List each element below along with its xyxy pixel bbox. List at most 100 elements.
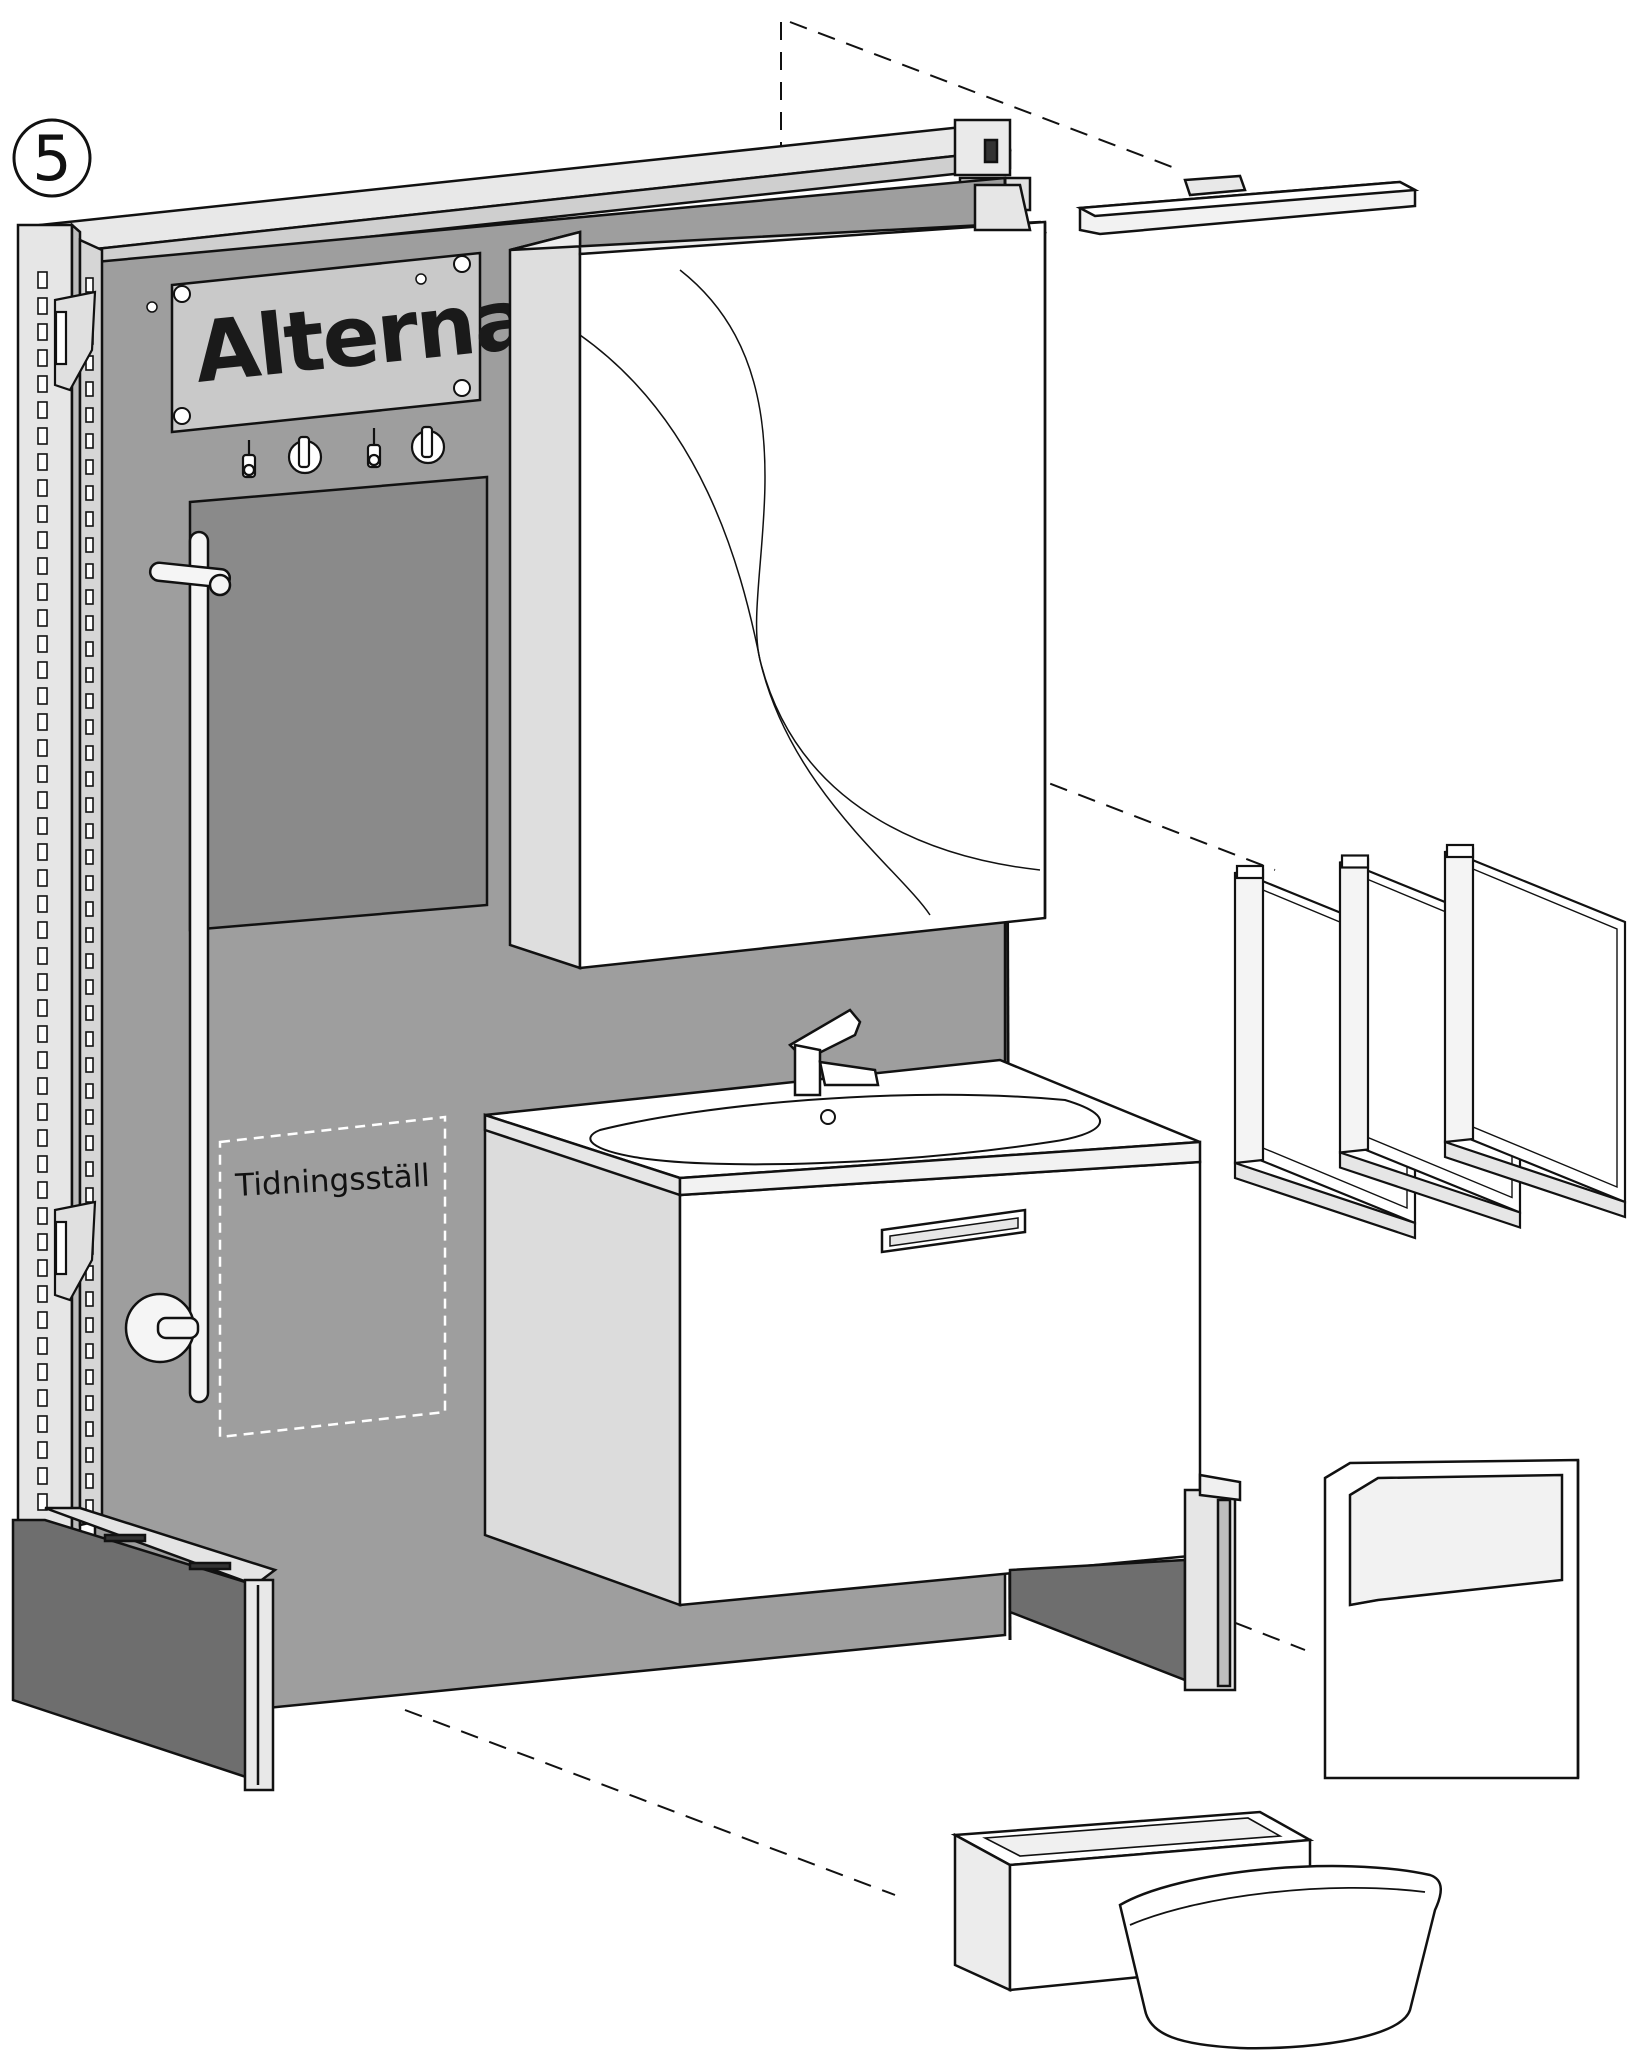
upright-slot: [85, 1369, 94, 1385]
hooks-row: [241, 425, 446, 479]
upright-slot: [85, 1291, 94, 1307]
upright-slot: [85, 459, 94, 475]
mirror-cabinet: [508, 183, 1047, 970]
upright-slot: [85, 953, 94, 969]
upright-slot: [85, 1161, 94, 1177]
upright-slot: [37, 453, 48, 471]
upright-slot: [37, 1337, 48, 1355]
upright-slot: [37, 531, 48, 549]
upright-slot: [37, 583, 48, 601]
upright-slot: [37, 1493, 48, 1511]
upright-slot: [37, 895, 48, 913]
logo-plate: Alterna: [146, 251, 533, 434]
upright-slot: [37, 1259, 48, 1277]
upright-slot: [85, 1031, 94, 1047]
hook-1: [241, 440, 257, 479]
hook-2: [287, 435, 323, 475]
upright-slot: [85, 1317, 94, 1333]
upright-slot: [37, 1233, 48, 1251]
plinth-left: [11, 1506, 278, 1792]
upright-slot: [37, 505, 48, 523]
upright-brackets: [53, 290, 97, 1302]
leader-light: [789, 21, 1181, 171]
upright-slot: [37, 1311, 48, 1329]
upright-slot: [37, 401, 48, 419]
upright-slot: [85, 1395, 94, 1411]
upright-slot: [37, 661, 48, 679]
upright-slot: [37, 297, 48, 315]
upright-slot: [85, 901, 94, 917]
upright-slot: [37, 1415, 48, 1433]
hook-3: [366, 428, 382, 469]
basin-drain: [820, 1109, 836, 1125]
left-upright: [16, 222, 104, 1538]
upright-slot: [85, 511, 94, 527]
upright-slot: [37, 999, 48, 1017]
plinth-right: [1008, 1473, 1242, 1692]
upright-slot: [37, 479, 48, 497]
towel-rail: [124, 530, 232, 1404]
drawer-handle: [880, 1208, 1027, 1254]
upright-slot: [85, 927, 94, 943]
glass-shelves: [1233, 843, 1627, 1240]
upright-slot: [85, 771, 94, 787]
upright-slot: [37, 349, 48, 367]
mirror-reflection-2: [579, 334, 1041, 871]
upright-slot: [85, 1447, 94, 1463]
upright-slot: [85, 563, 94, 579]
step-badge: 5: [12, 118, 92, 198]
upright-slot: [85, 1421, 94, 1437]
upright-slot: [37, 1181, 48, 1199]
upright-slot: [37, 557, 48, 575]
upright-slot: [37, 765, 48, 783]
light-fixture: [1075, 174, 1420, 236]
upright-slot: [85, 485, 94, 501]
hook-4: [410, 425, 446, 465]
upright-slot: [37, 739, 48, 757]
upright-slot: [37, 1077, 48, 1095]
upright-slots: [37, 271, 94, 1515]
upright-slot: [85, 641, 94, 657]
upright-slot: [37, 1389, 48, 1407]
faucet-icon: [787, 1008, 880, 1097]
upright-slot: [37, 1025, 48, 1043]
upright-slot: [85, 407, 94, 423]
step-number: 5: [32, 122, 71, 195]
basin-bowl: [589, 1093, 1102, 1166]
upright-slot: [37, 1207, 48, 1225]
upright-slot: [37, 791, 48, 809]
upright-slot: [85, 797, 94, 813]
upright-slot: [37, 1467, 48, 1485]
accessory-tub: [1118, 1864, 1442, 2050]
upright-slot: [37, 947, 48, 965]
upright-slot: [37, 1285, 48, 1303]
upright-slot: [37, 973, 48, 991]
upright-slot: [37, 323, 48, 341]
upright-slot: [85, 1187, 94, 1203]
upright-slot: [85, 615, 94, 631]
upright-slot: [37, 375, 48, 393]
upright-slot: [37, 1441, 48, 1459]
upright-slot: [37, 1103, 48, 1121]
upright-slot: [37, 609, 48, 627]
upright-slot: [37, 843, 48, 861]
upright-slot: [37, 921, 48, 939]
glass-shelf: [1443, 843, 1627, 1219]
upright-slot: [37, 713, 48, 731]
upright-slot: [85, 823, 94, 839]
upright-slot: [85, 667, 94, 683]
upright-slot: [85, 537, 94, 553]
upright-slot: [85, 693, 94, 709]
upright-slot: [85, 1005, 94, 1021]
upright-slot: [85, 875, 94, 891]
upright-slot: [37, 271, 48, 289]
upright-slot: [85, 1135, 94, 1151]
upright-slot: [85, 745, 94, 761]
upright-slot: [85, 1109, 94, 1125]
upright-slot: [85, 589, 94, 605]
upright-slot: [85, 1473, 94, 1489]
vanity-unit: [483, 1008, 1202, 1607]
upright-slot: [37, 427, 48, 445]
